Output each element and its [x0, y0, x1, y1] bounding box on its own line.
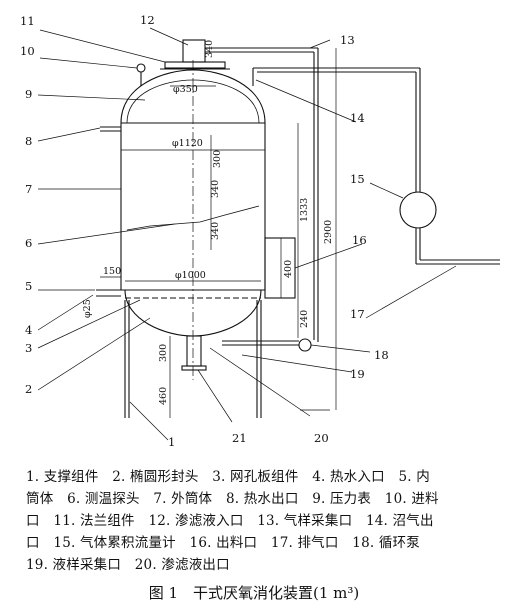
- dim-1120: φ1120: [172, 138, 203, 149]
- legend-row: 筒体 6. 测温探头 7. 外筒体 8. 热水出口 9. 压力表 10. 进料: [26, 491, 439, 507]
- legend-row: 口 11. 法兰组件 12. 渗滤液入口 13. 气样采集口 14. 沼气出: [26, 513, 434, 529]
- legend-row: 19. 液样采集口 20. 渗滤液出口: [26, 557, 230, 573]
- legend-row: 口 15. 气体累积流量计 16. 出料口 17. 排气口 18. 循环泵: [26, 535, 420, 551]
- callout-4: 4: [25, 323, 32, 337]
- dim-2900: 2900: [323, 220, 334, 244]
- dim-340-a: 340: [210, 180, 221, 198]
- callout-16: 16: [352, 233, 367, 247]
- feed-inlet: [182, 39, 206, 63]
- dim-350: φ350: [173, 84, 198, 95]
- pressure-gauge-icon: [136, 63, 146, 73]
- gas-flowmeter-icon: [399, 191, 437, 229]
- figure-legend: 1. 支撑组件 2. 椭圆形封头 3. 网孔板组件 4. 热水入口 5. 内 筒…: [26, 466, 496, 576]
- callout-12: 12: [140, 13, 155, 27]
- callout-11: 11: [20, 14, 35, 28]
- dim-340-b: 340: [210, 222, 221, 240]
- callout-14: 14: [350, 111, 365, 125]
- dim-400: 400: [283, 260, 294, 278]
- figure-caption: 图 1 干式厌氧消化装置(1 m³): [148, 584, 360, 602]
- callout-17: 17: [350, 307, 365, 321]
- callout-15: 15: [350, 172, 365, 186]
- callout-9: 9: [25, 87, 32, 101]
- dim-25: φ25: [82, 299, 93, 318]
- callout-5: 5: [25, 279, 32, 293]
- callout-19: 19: [350, 367, 365, 381]
- dim-300-up: 300: [212, 150, 223, 168]
- callout-7: 7: [25, 182, 32, 196]
- callout-13: 13: [340, 33, 355, 47]
- flange-assembly: [164, 61, 226, 69]
- callout-21: 21: [232, 431, 247, 445]
- leachate-outlet: [186, 335, 202, 367]
- circulation-pump-icon: [298, 338, 312, 352]
- dim-1333: 1333: [299, 198, 310, 222]
- callout-6: 6: [25, 236, 32, 250]
- callout-2: 2: [25, 382, 32, 396]
- callout-20: 20: [314, 431, 329, 445]
- dim-240: 240: [299, 310, 310, 328]
- dim-300-low: 300: [158, 344, 169, 362]
- callout-10: 10: [20, 44, 35, 58]
- dim-460: 460: [158, 387, 169, 405]
- callout-1: 1: [168, 435, 175, 449]
- dim-340-top: 340: [204, 40, 215, 58]
- reactor-diagram: 11 10 9 8 7 6 5 4 3 2 1 12 13 14 15 16 1…: [20, 13, 500, 449]
- dim-150: 150: [103, 266, 121, 277]
- dim-1000: φ1000: [175, 270, 206, 281]
- callout-8: 8: [25, 134, 32, 148]
- legend-row: 1. 支撑组件 2. 椭圆形封头 3. 网孔板组件 4. 热水入口 5. 内: [26, 469, 430, 485]
- callout-3: 3: [25, 341, 32, 355]
- temperature-probe: [126, 205, 260, 231]
- callout-18: 18: [374, 348, 389, 362]
